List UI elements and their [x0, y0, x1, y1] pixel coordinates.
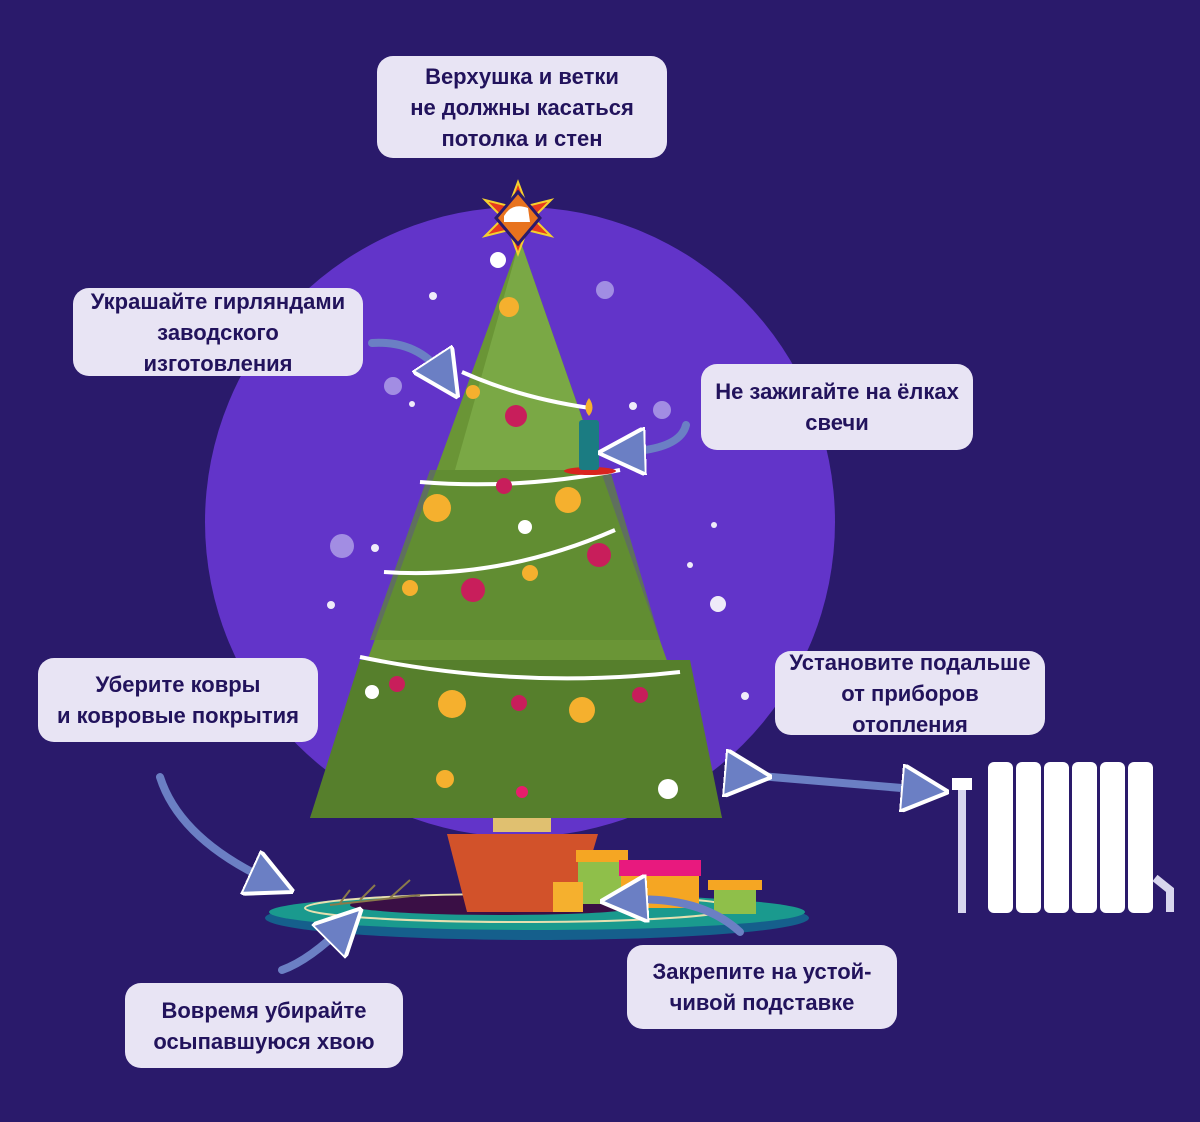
callout-heating: Установите подальше от приборов отоплени…: [775, 650, 1045, 737]
callout-stand: Закрепите на устой- чивой подставке: [627, 945, 897, 1029]
callout-text: Уберите ковры и ковровые покрытия: [57, 672, 299, 728]
callout-text: Украшайте гирляндами заводского изготовл…: [90, 288, 346, 376]
fallen-needles: [329, 879, 421, 906]
christmas-tree: [310, 240, 722, 832]
snow-dots: [327, 281, 749, 700]
callout-text: Установите подальше от приборов отоплени…: [789, 649, 1031, 737]
callout-needles: Вовремя убирайте осыпавшуюся хвою: [125, 983, 403, 1068]
radiator: [952, 762, 1174, 913]
arrows: [156, 338, 925, 974]
callout-top-branches: Верхушка и ветки не должны касаться пото…: [377, 56, 667, 158]
ornaments: [365, 252, 678, 799]
fire-safety-emblem: [481, 179, 555, 257]
callout-garlands: Украшайте гирляндами заводского изготовл…: [73, 288, 363, 376]
callout-carpets: Уберите ковры и ковровые покрытия: [38, 658, 318, 742]
callout-text: Не зажигайте на ёлках свечи: [715, 379, 959, 435]
callout-text: Верхушка и ветки не должны касаться пото…: [410, 63, 634, 151]
callout-text: Закрепите на устой- чивой подставке: [652, 959, 872, 1015]
callout-text: Вовремя убирайте осыпавшуюся хвою: [153, 997, 375, 1054]
callout-candles: Не зажигайте на ёлках свечи: [701, 364, 973, 450]
